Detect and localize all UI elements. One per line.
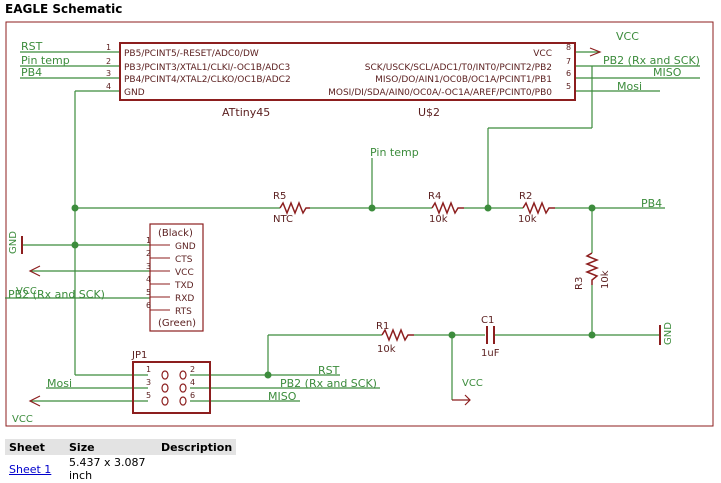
net-label-mosi-top: Mosi (617, 80, 642, 93)
mcu-part-name: ATtiny45 (222, 106, 270, 119)
vcc-symbol-left: VCC (16, 265, 41, 297)
net-label-pb2-left: PB2 (Rx and SCK) (8, 288, 105, 301)
mcu-pin-6-num: 6 (566, 69, 571, 78)
ftdi-pin-4-num: 4 (146, 275, 151, 284)
col-header-sheet: Sheet (5, 439, 65, 455)
net-label-mosi-bottom: Mosi (47, 377, 72, 390)
r2-name: R2 (519, 191, 532, 202)
vcc-symbol-top: VCC (589, 30, 639, 57)
ftdi-pin-4-name: TXD (174, 281, 194, 291)
net-label-miso-top: MISO (653, 66, 682, 79)
r4-value: 10k (429, 214, 448, 225)
schematic-canvas: PB5/PCINT5/-RESET/ADC0/DW PB3/PCINT3/XTA… (5, 21, 714, 427)
ftdi-top-label: (Black) (158, 228, 193, 239)
junction-dots (71, 204, 596, 379)
resistor-r1 (381, 327, 414, 343)
sheet-link[interactable]: Sheet 1 (9, 462, 52, 476)
ftdi-pin-2-num: 2 (146, 249, 151, 258)
ftdi-pin-3-num: 3 (146, 262, 151, 271)
jp1-pin-4-num: 4 (190, 378, 195, 387)
net-label-rst-bottom: RST (318, 364, 340, 377)
mcu-pin-8-name: VCC (533, 49, 552, 59)
mcu-pin-7-num: 7 (566, 57, 571, 66)
r5-value: NTC (273, 214, 293, 225)
net-label-pb2-bottom: PB2 (Rx and SCK) (280, 377, 377, 390)
mcu-pin-6-name: MISO/DO/AIN1/OC0B/OC1A/PCINT1/PB1 (375, 75, 552, 85)
mcu-pin-2-num: 2 (106, 57, 111, 66)
vcc-symbol-mid: VCC (452, 378, 483, 406)
r1-value: 10k (377, 344, 396, 355)
jp1-pin-6-num: 6 (190, 391, 195, 400)
app-title: EAGLE Schematic (5, 2, 123, 16)
net-label-pin-temp-mid: Pin temp (370, 146, 419, 159)
mcu-pin-5-name: MOSI/DI/SDA/AIN0/OC0A/-OC1A/AREF/PCINT0/… (328, 88, 552, 98)
ftdi-pin-5-num: 5 (146, 288, 151, 297)
c1-value: 1uF (481, 348, 500, 359)
sheet-table: Sheet Size Description Sheet 1 5.437 x 3… (5, 439, 237, 483)
r5-name: R5 (273, 191, 286, 202)
net-label-gnd-right: GND (663, 322, 674, 345)
net-label-vcc-mid: VCC (462, 378, 483, 389)
ftdi-pin-2-name: CTS (175, 255, 193, 265)
wires (5, 51, 700, 402)
jp1-pin-2-num: 2 (190, 365, 195, 374)
mcu-pin-4-name: GND (124, 88, 145, 98)
mcu-pin-1-name: PB5/PCINT5/-RESET/ADC0/DW (124, 49, 259, 59)
net-label-pin-temp-left: Pin temp (21, 54, 70, 67)
mcu-pin-7-name: SCK/USCK/SCL/ADC1/T0/INT0/PCINT2/PB2 (365, 63, 552, 73)
mcu-pin-3-name: PB4/PCINT4/XTAL2/CLKO/OC1B/ADC2 (124, 75, 291, 85)
resistor-r4 (431, 200, 464, 216)
r3-value: 10k (600, 270, 611, 289)
net-label-miso-bottom: MISO (268, 390, 297, 403)
schematic-border (5, 21, 714, 427)
mcu-pin-2-name: PB3/PCINT3/XTAL1/CLKI/-OC1B/ADC3 (124, 63, 290, 73)
resistor-r2 (522, 200, 555, 216)
ftdi-pin-5-name: RXD (175, 294, 194, 304)
ftdi-pin-1-num: 1 (146, 236, 151, 245)
sheet-description (157, 455, 236, 483)
gnd-symbol-right: GND (659, 322, 674, 345)
r4-name: R4 (428, 191, 441, 202)
mcu-attiny45: PB5/PCINT5/-RESET/ADC0/DW PB3/PCINT3/XTA… (106, 42, 576, 119)
net-label-gnd-left: GND (8, 231, 19, 254)
net-label-rst-left: RST (21, 40, 43, 53)
col-header-description: Description (157, 439, 237, 455)
table-row: Sheet 1 5.437 x 3.087 inch (5, 455, 236, 483)
vcc-symbol-bottom: VCC (12, 395, 41, 425)
mcu-pin-1-num: 1 (106, 43, 111, 52)
sheet-size: 5.437 x 3.087 inch (69, 456, 146, 482)
net-label-pb2-top: PB2 (Rx and SCK) (603, 54, 700, 67)
ftdi-pin-6-num: 6 (146, 301, 151, 310)
r3-name: R3 (574, 277, 585, 290)
net-label-pb4-right: PB4 (641, 197, 662, 210)
net-label-vcc-left: VCC (16, 286, 37, 297)
mcu-pin-4-num: 4 (106, 82, 111, 91)
ftdi-pin-6-name: RTS (175, 307, 192, 317)
r2-value: 10k (518, 214, 537, 225)
jp1-pin-1-num: 1 (146, 365, 151, 374)
jp1-name: JP1 (131, 350, 147, 361)
mcu-pin-5-num: 5 (566, 82, 571, 91)
r1-name: R1 (376, 321, 389, 332)
sheet-table-header: Sheet Size Description (5, 439, 237, 455)
mcu-ref: U$2 (418, 106, 440, 119)
net-label-vcc-top: VCC (616, 30, 639, 43)
gnd-symbol-left: GND (8, 231, 23, 254)
jp1-pin-3-num: 3 (146, 378, 151, 387)
ftdi-pin-3-name: VCC (175, 268, 194, 278)
resistor-r3 (584, 252, 600, 285)
isp-header-jp1: JP1 1 2 3 4 5 6 (131, 350, 211, 414)
ftdi-pin-1-name: GND (175, 242, 196, 252)
net-label-vcc-bottom: VCC (12, 414, 33, 425)
jp1-pin-5-num: 5 (146, 391, 151, 400)
mcu-pin-3-num: 3 (106, 69, 111, 78)
col-header-size: Size (65, 439, 157, 455)
capacitor-c1 (486, 326, 495, 344)
ftdi-bottom-label: (Green) (158, 318, 196, 329)
net-label-pb4-left: PB4 (21, 66, 42, 79)
mcu-pin-8-num: 8 (566, 43, 571, 52)
c1-name: C1 (481, 315, 494, 326)
resistor-r5 (279, 200, 310, 216)
ftdi-header: (Black) (Green) GND CTS VCC TXD RXD RTS … (146, 223, 204, 332)
